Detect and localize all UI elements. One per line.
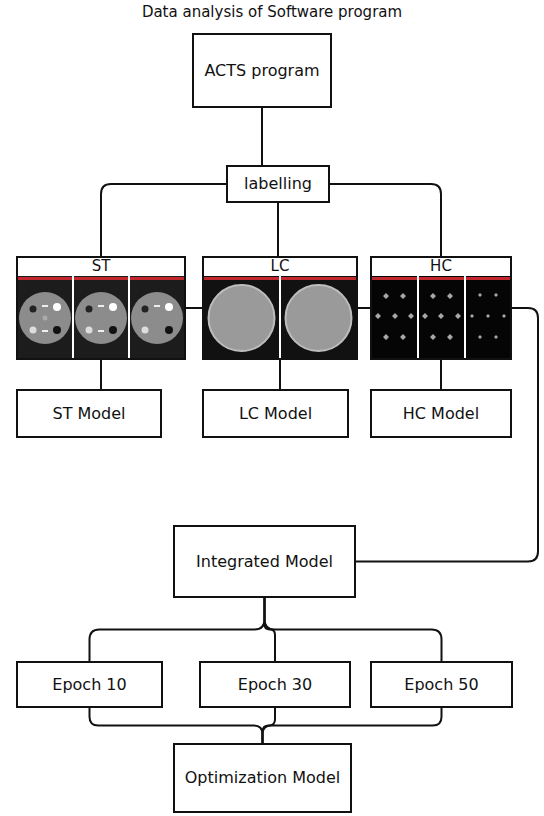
process-box: ACTS program (192, 33, 331, 108)
st-images (18, 276, 184, 358)
connector-line (358, 307, 370, 309)
process-box: Epoch 30 (199, 661, 351, 708)
process-box: ST Model (16, 389, 162, 438)
connector-line (330, 184, 441, 256)
process-box: Integrated Model (173, 525, 356, 598)
connector-line (186, 307, 202, 309)
box-label: Optimization Model (179, 766, 346, 790)
box-label: Epoch 10 (46, 673, 132, 697)
process-box: HC Model (370, 389, 512, 438)
connector-line (261, 108, 263, 165)
connector-line (262, 708, 441, 743)
process-box: Epoch 10 (16, 661, 163, 708)
box-label: Integrated Model (190, 550, 339, 574)
panel-heading: HC (372, 258, 510, 275)
connector-line (90, 598, 265, 661)
process-box: Epoch 50 (370, 661, 513, 708)
box-label: LC Model (233, 402, 318, 426)
box-label: labelling (238, 172, 318, 196)
image-panel: LC (202, 256, 358, 360)
box-label: Epoch 50 (398, 673, 484, 697)
panel-heading: ST (18, 258, 184, 275)
process-box: LC Model (202, 389, 349, 438)
box-label: ACTS program (198, 59, 325, 83)
process-box: Optimization Model (173, 743, 352, 813)
connector-line (265, 598, 442, 661)
connector-line (90, 708, 263, 743)
connector-line (277, 203, 279, 256)
connector-line (279, 360, 281, 389)
box-label: ST Model (46, 402, 131, 426)
image-panel: ST (16, 256, 186, 360)
hc-images (372, 276, 510, 358)
panel-heading: LC (204, 258, 356, 275)
box-label: Epoch 30 (232, 673, 318, 697)
process-box: labelling (226, 165, 330, 203)
connector-line (100, 360, 102, 389)
connector-line (440, 360, 442, 389)
diagram-title: Data analysis of Software program (0, 2, 544, 22)
image-panel: HC (370, 256, 512, 360)
box-label: HC Model (397, 402, 485, 426)
lc-images (204, 276, 356, 358)
connector-line (101, 184, 226, 256)
